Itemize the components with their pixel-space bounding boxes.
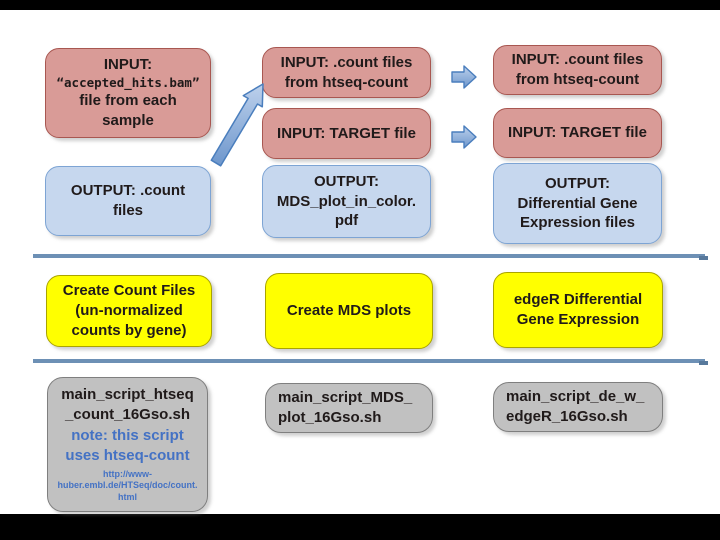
box-action-create-count-files: Create Count Files (un-normalized counts… xyxy=(46,275,212,347)
box-script-htseq-count: main_script_htseq _count_16Gso.sh note: … xyxy=(47,377,208,512)
arrow-up-right-icon xyxy=(210,83,264,167)
box-action-create-mds-plots: Create MDS plots xyxy=(265,273,433,349)
action-label: Create Count Files (un-normalized counts… xyxy=(62,282,196,339)
box-output-count-files: OUTPUT: .count files xyxy=(45,166,211,236)
input-detail: file from each sample xyxy=(79,92,177,130)
input-label: INPUT: TARGET file xyxy=(508,124,647,142)
action-label: Create MDS plots xyxy=(286,302,412,320)
box-input-count-files-edger: INPUT: .count files from htseq-count xyxy=(493,45,662,95)
box-input-count-files-mds: INPUT: .count files from htseq-count xyxy=(262,47,431,98)
input-label: INPUT: .count files from htseq-count xyxy=(280,53,413,91)
box-output-differential-expression: OUTPUT: Differential Gene Expression fil… xyxy=(493,163,662,244)
input-label: INPUT: TARGET file xyxy=(277,124,416,142)
box-input-target-file-mds: INPUT: TARGET file xyxy=(262,108,431,159)
box-action-edger-differential: edgeR Differential Gene Expression xyxy=(493,272,663,348)
script-url-link[interactable]: http://www- huber.embl.de/HTSeq/doc/coun… xyxy=(57,468,198,502)
box-input-target-file-edger: INPUT: TARGET file xyxy=(493,108,662,158)
script-name: main_script_htseq _count_16Gso.sh xyxy=(61,386,194,424)
input-title: INPUT: xyxy=(103,56,153,74)
arrow-right-icon xyxy=(451,125,477,149)
separator-line-bottom xyxy=(33,359,708,365)
script-name: main_script_MDS_ plot_16Gso.sh xyxy=(278,389,413,426)
input-filename: “accepted_hits.bam” xyxy=(56,74,200,90)
output-label: OUTPUT: .count files xyxy=(70,182,186,219)
script-note: note: this script uses htseq-count xyxy=(65,426,190,464)
input-label: INPUT: .count files from htseq-count xyxy=(511,51,644,88)
box-output-mds-plot: OUTPUT: MDS_plot_in_color. pdf xyxy=(262,165,431,238)
output-label: OUTPUT: MDS_plot_in_color. pdf xyxy=(276,172,417,230)
letterbox-bottom xyxy=(0,514,720,540)
output-label: OUTPUT: Differential Gene Expression fil… xyxy=(517,174,638,232)
separator-line-top xyxy=(33,254,708,260)
action-label: edgeR Differential Gene Expression xyxy=(513,291,643,328)
letterbox-top xyxy=(0,0,720,10)
box-script-mds-plot: main_script_MDS_ plot_16Gso.sh xyxy=(265,383,433,433)
arrow-right-icon xyxy=(451,65,477,89)
script-name: main_script_de_w_ edgeR_16Gso.sh xyxy=(506,388,645,425)
box-input-accepted-hits: INPUT: “accepted_hits.bam” file from eac… xyxy=(45,48,211,138)
box-script-edger: main_script_de_w_ edgeR_16Gso.sh xyxy=(493,382,663,432)
